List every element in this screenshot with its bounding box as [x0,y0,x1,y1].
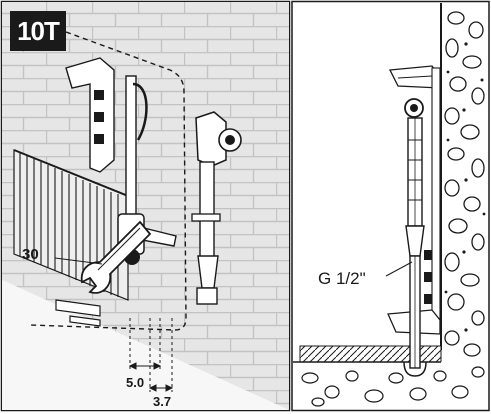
right-panel [291,0,490,412]
dashed-outline [29,31,187,331]
dimension-lines [54,257,174,392]
wrench-size-label: 30 [22,246,39,263]
valve-with-wrench [80,213,177,294]
thread-leader [385,261,413,277]
floor-concrete [293,361,488,409]
floor-connection-pipe [403,255,427,377]
thread-size-label: G 1/2" [318,269,366,288]
offset-b-label: 3.7 [153,394,172,409]
valve-set [191,111,242,305]
wall-bracket [65,57,115,173]
radiator-profile [404,98,425,257]
right-brackets [387,65,441,335]
wrench [80,220,152,294]
step-badge: 10T [10,11,66,51]
floor-pipes [55,299,101,327]
left-panel [0,0,291,412]
offset-a-label: 5.0 [126,375,145,390]
stone-wall [440,3,488,409]
